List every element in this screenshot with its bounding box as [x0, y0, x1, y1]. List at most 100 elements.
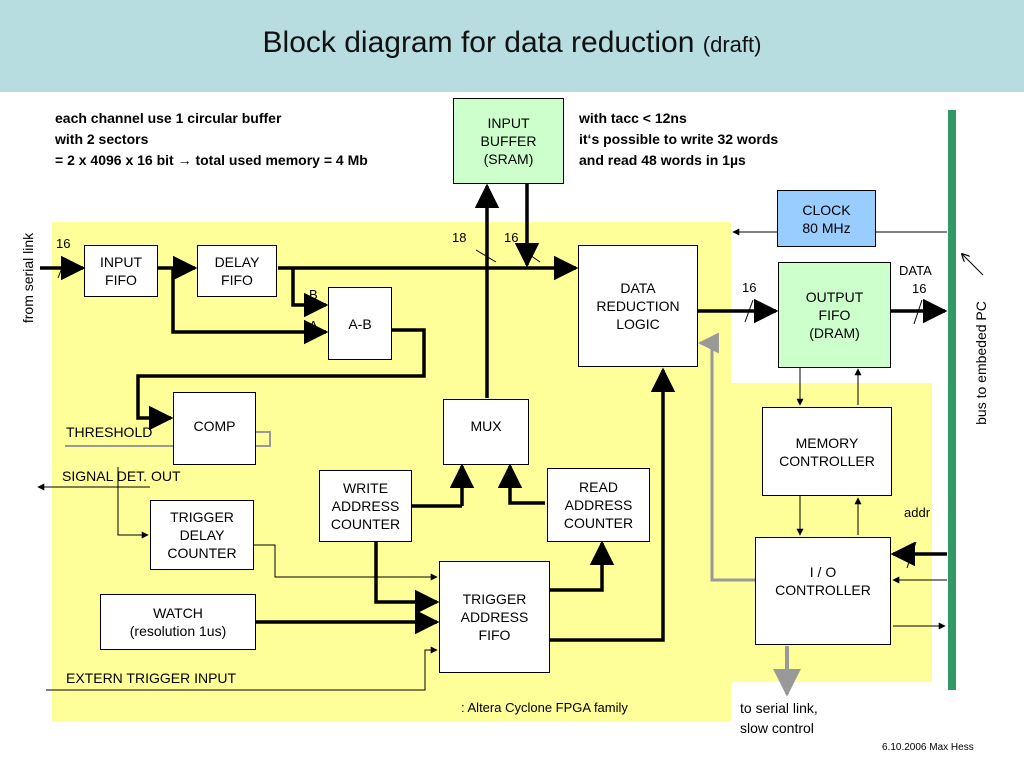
block-label: ADDRESS — [564, 497, 633, 513]
block-label: DATA — [620, 280, 656, 296]
block-io-controller: I / O CONTROLLER — [755, 537, 891, 645]
block-label: CONTROLLER — [779, 452, 875, 469]
note-memory: each channel use 1 circular buffer with … — [55, 108, 368, 171]
title-bar — [0, 0, 1024, 92]
block-label: REDUCTION — [596, 298, 680, 314]
label-to-serial-link: to serial link, slow control — [740, 698, 818, 738]
wire-taf-read — [550, 540, 615, 592]
block-delay-fifo: DELAY FIFO — [197, 245, 277, 297]
title-draft: (draft) — [702, 32, 762, 57]
label-from-serial-link: from serial link — [20, 232, 37, 324]
wire-taf-drl — [550, 367, 676, 642]
block-label: COUNTER — [330, 516, 401, 532]
tick-16-out — [744, 299, 754, 323]
label-bitwidth: 16 — [56, 236, 71, 251]
wire-ext-trig — [46, 646, 438, 691]
block-label: 80 MHz — [802, 219, 851, 236]
label-signal-det-out: SIGNAL DET. OUT — [62, 468, 181, 484]
label-line: to serial link, — [740, 700, 818, 716]
block-input-buffer: INPUT BUFFER (SRAM) — [453, 98, 564, 184]
block-label: DELAY — [179, 527, 225, 543]
wire-ab-comp — [136, 328, 426, 431]
note-line: each channel use 1 circular buffer — [55, 110, 282, 126]
block-output-fifo: OUTPUT FIFO (DRAM) — [778, 262, 891, 368]
block-label: DELAY — [214, 254, 260, 270]
wire-trig-delay-out — [254, 544, 438, 581]
label-addr: addr — [904, 505, 931, 520]
block-label: WRITE — [342, 480, 389, 496]
tick-16-data — [913, 299, 923, 325]
block-input-fifo: INPUT FIFO — [84, 245, 158, 297]
footer: 6.10.2006 Max Hess — [882, 742, 974, 753]
block-trigger-address-fifo: TRIGGER ADDRESS FIFO — [439, 561, 550, 673]
block-label: FIFO — [818, 307, 851, 323]
legend-fpga: : Altera Cyclone FPGA family — [461, 700, 628, 715]
note-timing: with tacc < 12ns it‘s possible to write … — [579, 108, 778, 171]
block-label: INPUT — [100, 254, 142, 270]
wire-io-drl — [697, 332, 755, 582]
note-line: = 2 x 4096 x 16 bit → total used memory … — [55, 152, 368, 168]
block-memory-controller: MEMORY CONTROLLER — [762, 407, 892, 496]
note-line: with 2 sectors — [55, 131, 149, 147]
wire-to-a — [171, 268, 329, 345]
block-label: A-B — [348, 315, 372, 332]
block-a-minus-b: A-B — [328, 287, 392, 360]
block-comp: COMP — [173, 392, 256, 465]
label-extern-trigger: EXTERN TRIGGER INPUT — [66, 670, 237, 686]
block-watch: WATCH (resolution 1us) — [100, 594, 256, 650]
block-label: I / O — [809, 564, 837, 580]
block-label: (resolution 1us) — [129, 623, 227, 639]
tick-16-buf — [516, 245, 541, 263]
note-line: with tacc < 12ns — [579, 110, 687, 126]
label-data: DATA — [899, 263, 932, 278]
block-clock: CLOCK 80 MHz — [777, 190, 876, 247]
block-label: WATCH — [153, 605, 203, 621]
block-label: OUTPUT — [805, 289, 864, 305]
tick-16-in — [57, 257, 67, 279]
block-label: MEMORY — [795, 434, 859, 451]
block-label: CLOCK — [802, 201, 851, 218]
block-label: (SRAM) — [483, 151, 534, 167]
wire-read-mux — [497, 463, 545, 505]
bus-label-pointer — [962, 254, 984, 276]
block-label: CONTROLLER — [775, 582, 871, 598]
label-line: slow control — [740, 720, 814, 736]
block-label: READ — [579, 479, 618, 495]
label-bitwidth: 16 — [742, 280, 757, 295]
wire-to-b — [291, 268, 329, 318]
label-port-a: A — [309, 318, 318, 333]
block-trigger-delay-counter: TRIGGER DELAY COUNTER — [150, 500, 254, 570]
label-bitwidth: 18 — [452, 230, 467, 245]
label-port-b: B — [309, 287, 318, 302]
wire-threshold — [65, 431, 271, 447]
block-mux: MUX — [443, 399, 529, 465]
block-label: ADDRESS — [460, 609, 529, 625]
block-label: COMP — [193, 418, 236, 434]
block-label: MUX — [470, 418, 502, 434]
tick-18 — [475, 249, 497, 263]
block-label: FIFO — [478, 627, 511, 643]
block-label: BUFFER — [480, 133, 537, 149]
block-label: ADDRESS — [331, 498, 400, 514]
label-threshold: THRESHOLD — [66, 424, 153, 440]
tick-addr — [906, 541, 917, 569]
block-label: FIFO — [221, 272, 253, 288]
block-label: COUNTER — [167, 545, 237, 561]
note-line: it‘s possible to write 32 words — [579, 131, 779, 147]
page-title: Block diagram for data reduction (draft) — [0, 26, 1024, 60]
label-bus-to-pc: bus to embeded PC — [972, 301, 989, 425]
block-label: COUNTER — [563, 515, 634, 531]
title-main: Block diagram for data reduction — [262, 26, 695, 59]
block-label: TRIGGER — [462, 591, 527, 607]
wire-comp-trig — [117, 467, 149, 539]
block-label: LOGIC — [616, 316, 660, 332]
note-line: and read 48 words in 1µs — [579, 152, 746, 168]
block-read-address-counter: READ ADDRESS COUNTER — [547, 468, 650, 542]
block-label: FIFO — [105, 272, 137, 288]
label-bitwidth: 16 — [912, 281, 927, 296]
block-data-reduction-logic: DATA REDUCTION LOGIC — [578, 245, 698, 367]
label-bitwidth: 16 — [504, 230, 519, 245]
block-write-address-counter: WRITE ADDRESS COUNTER — [319, 470, 412, 542]
block-label: INPUT — [487, 115, 530, 131]
